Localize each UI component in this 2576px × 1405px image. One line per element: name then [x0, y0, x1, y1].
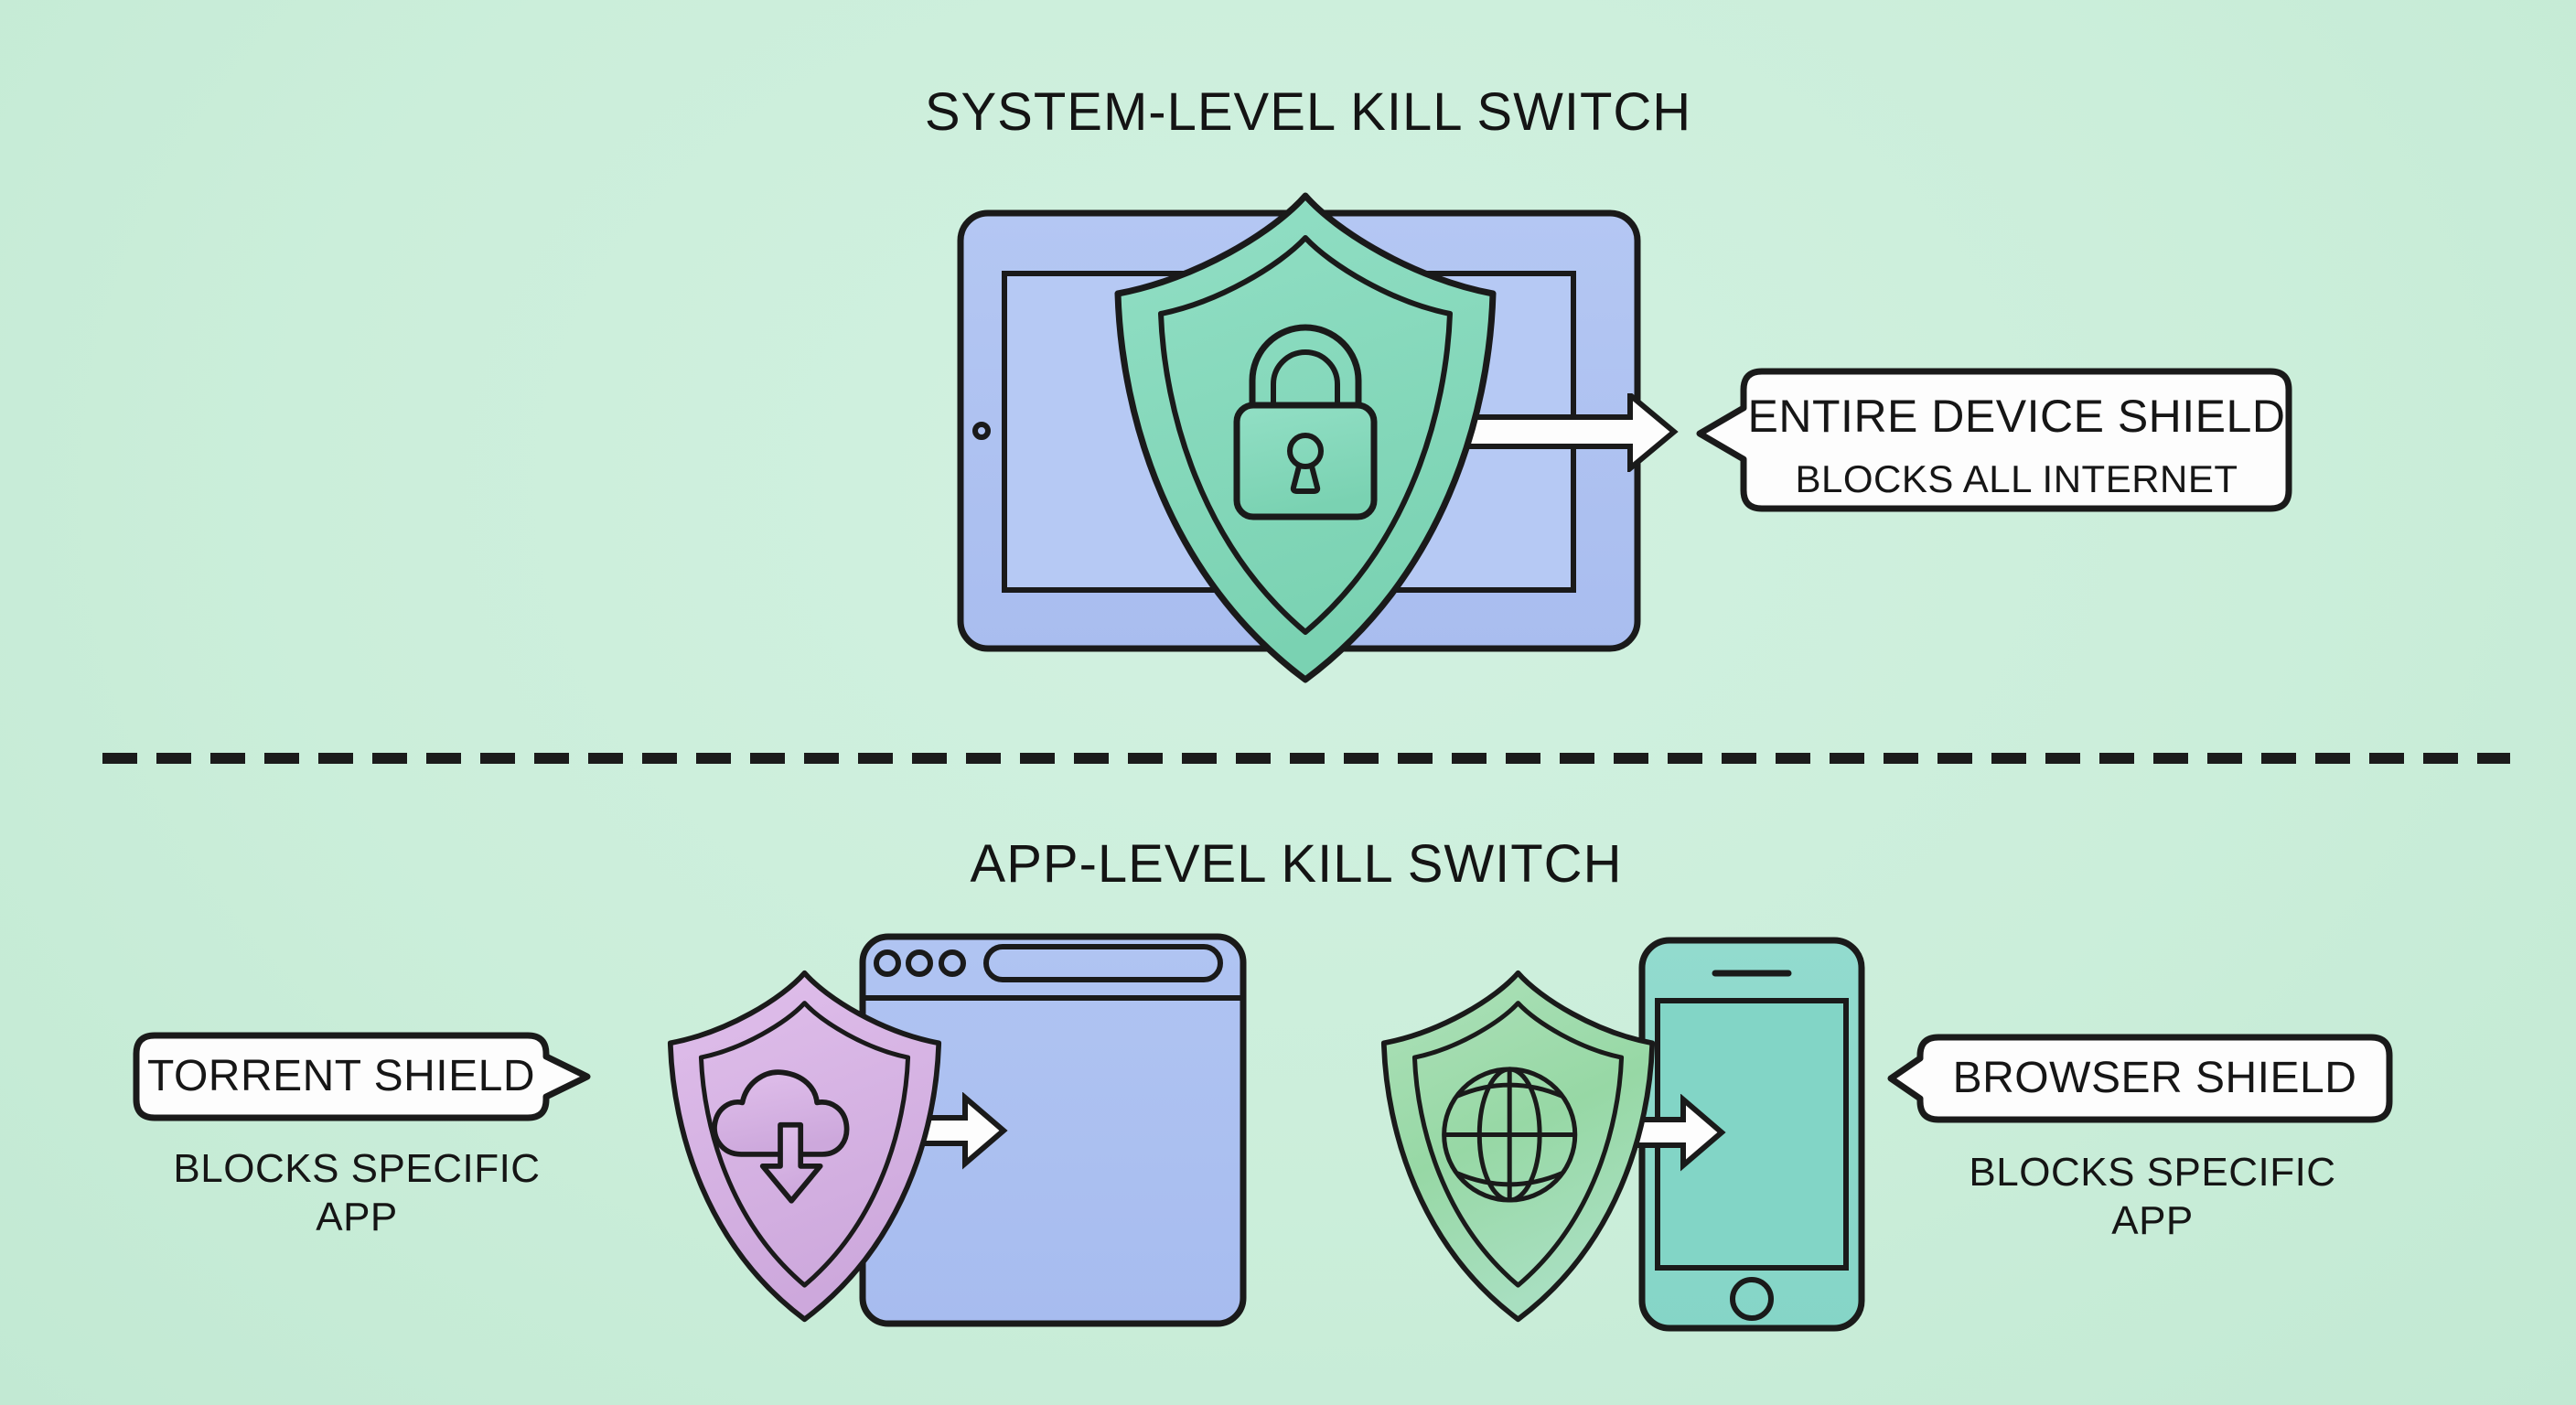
shield-lock-icon: [1114, 192, 1497, 683]
torrent-callout: TORRENT SHIELD: [136, 1035, 546, 1118]
browser-callout: BROWSER SHIELD: [1920, 1037, 2389, 1120]
torrent-caption: BLOCKS SPECIFIC APP: [173, 1146, 541, 1239]
browser-dot-icon: [906, 949, 933, 977]
browser-caption: BLOCKS SPECIFIC APP: [1969, 1150, 2336, 1243]
globe-icon: [1442, 1067, 1578, 1203]
url-bar: [983, 944, 1223, 982]
system-callout-line1: ENTIRE DEVICE SHIELD: [1747, 390, 2286, 442]
system-callout-line2: BLOCKS ALL INTERNET: [1795, 456, 2238, 500]
torrent-callout-label: TORRENT SHIELD: [147, 1052, 535, 1101]
tablet-camera-dot: [972, 422, 991, 440]
browser-callout-label: BROWSER SHIELD: [1952, 1054, 2357, 1103]
system-section-title: SYSTEM-LEVEL KILL SWITCH: [924, 82, 1692, 142]
system-callout-bubble: [1696, 368, 2292, 512]
torrent-callout-bubble: [133, 1032, 591, 1121]
dashed-divider: [102, 753, 2510, 764]
browser-dot-icon: [939, 949, 966, 977]
shield-globe-icon: [1380, 970, 1656, 1323]
keyhole-icon: [1287, 433, 1324, 469]
system-callout: ENTIRE DEVICE SHIELD BLOCKS ALL INTERNET: [1744, 373, 2290, 512]
browser-dot-icon: [874, 949, 901, 977]
phone-home-button: [1730, 1277, 1774, 1321]
browser-callout-bubble: [1887, 1034, 2393, 1123]
app-section-title: APP-LEVEL KILL SWITCH: [970, 834, 1623, 894]
padlock-icon: [1233, 324, 1378, 520]
shield-cloud-download-icon: [667, 970, 942, 1323]
cloud-download-icon: [712, 1069, 850, 1204]
